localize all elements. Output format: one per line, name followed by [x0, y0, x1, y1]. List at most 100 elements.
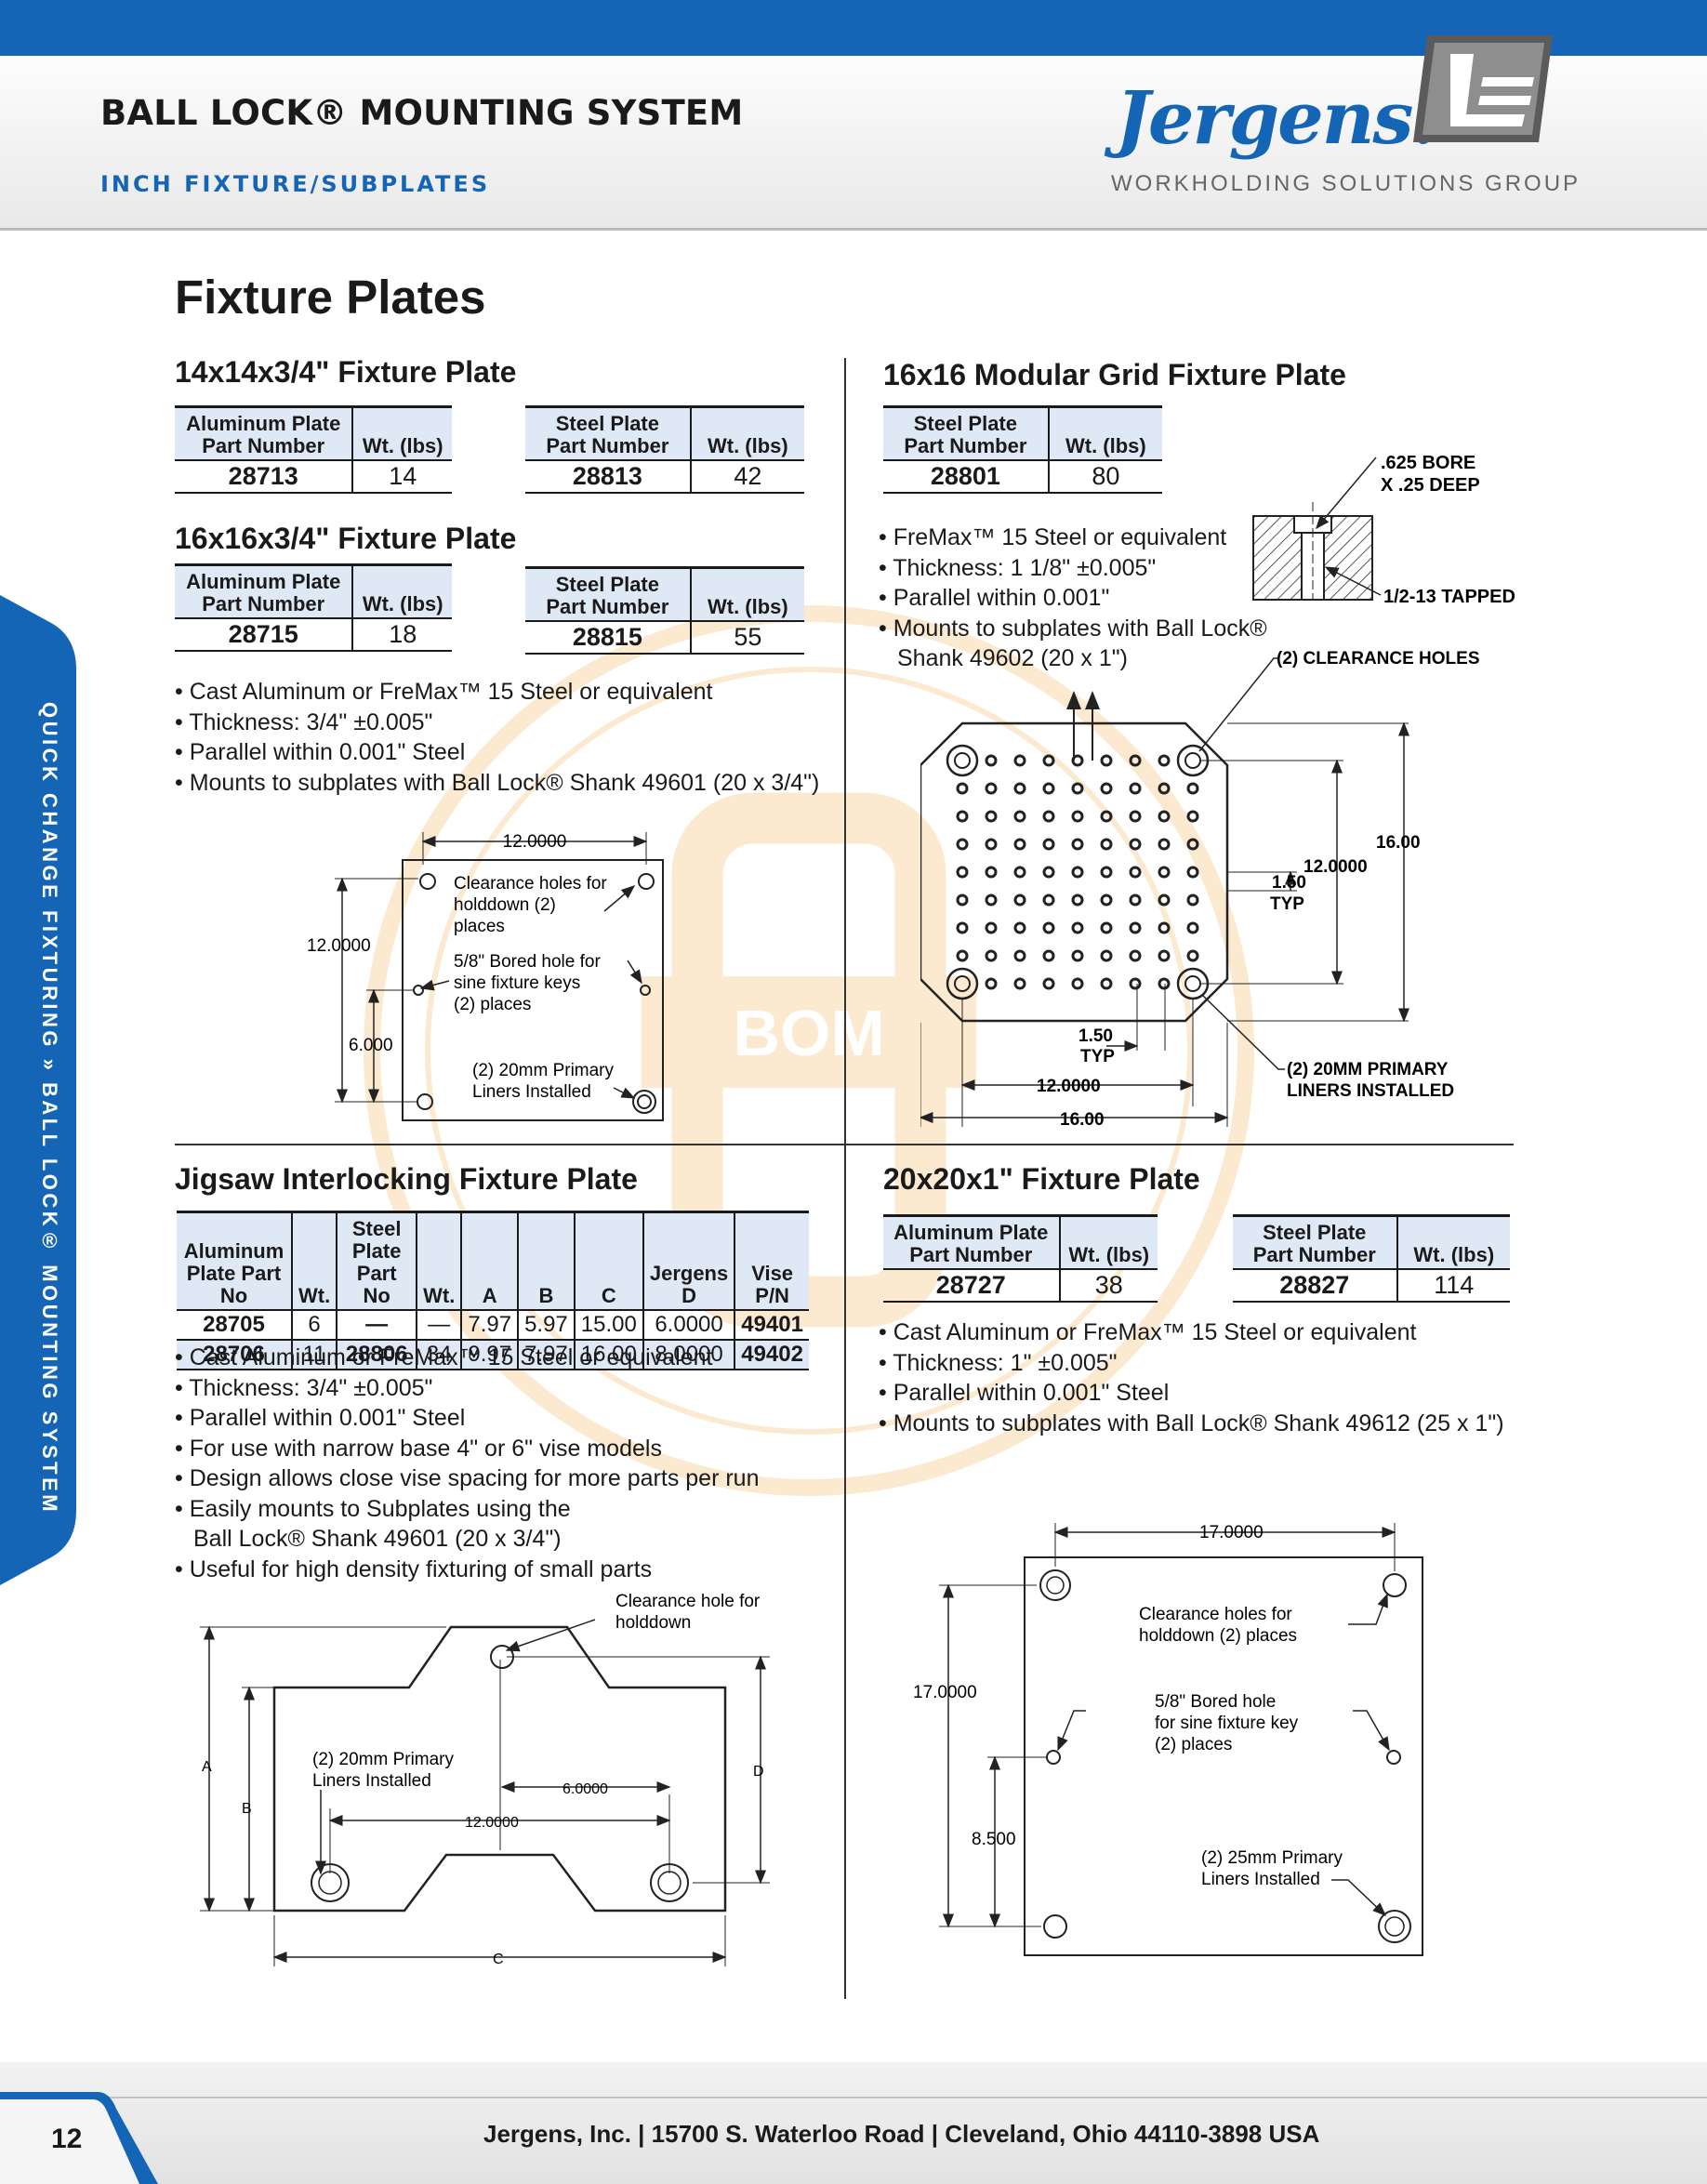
section-title-14x14: 14x14x3/4" Fixture Plate — [175, 355, 517, 389]
diagram-modular-grid-plate: (2) CLEARANCE HOLES 16.00 12.0000 1.50 T… — [920, 649, 1480, 1130]
grid-hole — [985, 866, 998, 879]
list-item: Shank 49602 (20 x 1") — [897, 645, 1128, 671]
grid-hole — [956, 921, 969, 934]
sidebar-label: QUICK CHANGE FIXTURING » BALL LOCK® MOUN… — [38, 702, 61, 1516]
footer-divider — [0, 2097, 1707, 2098]
document-title: BALL LOCK® MOUNTING SYSTEM — [100, 93, 744, 133]
svg-text:TYP: TYP — [1270, 894, 1304, 914]
svg-text:16.00: 16.00 — [1060, 1110, 1105, 1130]
grid-hole — [1100, 810, 1113, 823]
page-footer — [0, 2062, 1707, 2184]
grid-hole — [1158, 949, 1171, 962]
table-cell: 49401 — [734, 1310, 809, 1340]
svg-text:6.0000: 6.0000 — [562, 1781, 608, 1797]
page-title: Fixture Plates — [175, 271, 486, 324]
svg-text:D: D — [753, 1764, 764, 1780]
grid-hole — [1042, 810, 1055, 823]
svg-text:LINERS INSTALLED: LINERS INSTALLED — [1287, 1081, 1454, 1101]
bullets-20x20: Cast Aluminum or FreMax™ 15 Steel or equ… — [879, 1317, 1504, 1439]
grid-hole — [1158, 782, 1171, 795]
grid-hole — [956, 949, 969, 962]
grid-hole — [1158, 810, 1171, 823]
page-number-tab — [0, 2092, 158, 2184]
svg-text:6.000: 6.000 — [349, 1036, 393, 1055]
svg-text:8.500: 8.500 — [972, 1830, 1016, 1849]
grid-hole — [1042, 838, 1055, 851]
list-item: Mounts to subplates with Ball Lock® — [879, 614, 1267, 644]
grid-hole — [956, 782, 969, 795]
list-item: Thickness: 3/4" ±0.005" — [175, 1373, 759, 1404]
table-cell: 6.0000 — [642, 1310, 735, 1340]
grid-hole — [1071, 949, 1084, 962]
list-item: Easily mounts to Subplates using the — [175, 1494, 759, 1525]
list-item: Parallel within 0.001" — [879, 583, 1267, 614]
document-subtitle: INCH FIXTURE/SUBPLATES — [100, 171, 491, 197]
grid-hole — [985, 893, 998, 907]
list-item: Mounts to subplates with Ball Lock® Shan… — [879, 1409, 1504, 1439]
bullets-modular-grid: FreMax™ 15 Steel or equivalent Thickness… — [879, 523, 1267, 674]
col-weight: Wt. (lbs) — [689, 406, 804, 460]
grid-hole — [956, 893, 969, 907]
jigsaw-col-header: Wt. — [290, 1211, 337, 1310]
grid-hole — [1100, 782, 1113, 795]
table-cell: — — [416, 1310, 462, 1340]
grid-hole — [1186, 866, 1199, 879]
grid-hole — [1071, 838, 1084, 851]
table-cell: — — [336, 1310, 417, 1340]
list-item: For use with narrow base 4" or 6" vise m… — [175, 1434, 759, 1464]
list-item: Thickness: 1 1/8" ±0.005" — [879, 553, 1267, 584]
list-item: Useful for high density fixturing of sma… — [175, 1555, 759, 1585]
grid-hole — [1158, 893, 1171, 907]
grid-hole — [1158, 866, 1171, 879]
bullets-jigsaw: Cast Aluminum or FreMax™ 15 Steel or equ… — [175, 1343, 759, 1584]
grid-hole — [985, 754, 998, 767]
grid-hole — [1129, 838, 1142, 851]
watermark-text: BOM — [733, 997, 884, 1069]
grid-hole — [1013, 754, 1026, 767]
plate-outline — [920, 721, 1229, 1023]
grid-hole — [1100, 893, 1113, 907]
grid-hole — [1129, 782, 1142, 795]
grid-hole — [985, 810, 998, 823]
grid-hole — [1129, 977, 1142, 990]
grid-hole — [1042, 866, 1055, 879]
list-item: Parallel within 0.001" Steel — [175, 1403, 759, 1434]
grid-hole — [956, 810, 969, 823]
svg-text:16.00: 16.00 — [1376, 833, 1421, 853]
svg-text:(2) 20MM PRIMARY: (2) 20MM PRIMARY — [1287, 1060, 1449, 1079]
list-item: Cast Aluminum or FreMax™ 15 Steel or equ… — [175, 1343, 759, 1373]
grid-hole — [1071, 921, 1084, 934]
grid-hole — [1100, 921, 1113, 934]
grid-hole — [1129, 921, 1142, 934]
svg-text:A: A — [202, 1759, 212, 1775]
jigsaw-col-header: Wt. — [416, 1211, 462, 1310]
col-weight: Wt. (lbs) — [1396, 1215, 1510, 1269]
list-item: Parallel within 0.001" Steel — [175, 737, 819, 768]
section-title-jigsaw: Jigsaw Interlocking Fixture Plate — [175, 1162, 638, 1196]
grid-hole — [1013, 838, 1026, 851]
grid-hole — [956, 866, 969, 879]
col-weight: Wt. (lbs) — [689, 567, 804, 621]
grid-hole — [1158, 838, 1171, 851]
plate-outline — [272, 1625, 727, 1913]
grid-hole — [1071, 782, 1084, 795]
col-weight: Wt. (lbs) — [1058, 1215, 1158, 1269]
svg-text:X .25 DEEP: X .25 DEEP — [1381, 475, 1480, 496]
list-item: Thickness: 3/4" ±0.005" — [175, 708, 819, 738]
svg-text:12.0000: 12.0000 — [307, 936, 371, 956]
